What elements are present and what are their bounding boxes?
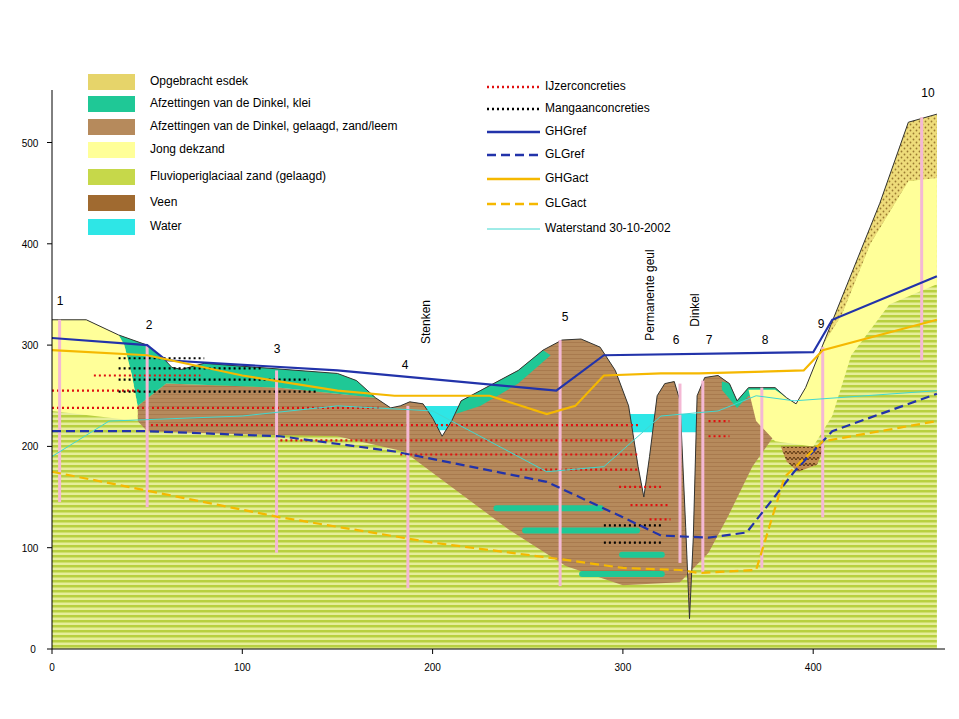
iron-concretion [619,486,661,488]
legend-text: Jong dekzand [150,143,225,156]
borehole-number: 5 [562,311,569,324]
borehole-number: 6 [673,334,680,347]
borehole [406,406,409,588]
legend-swatch [88,96,135,112]
x-axis [52,649,945,650]
manganese-concretion [604,524,661,526]
legend-text: Waterstand 30-10-2002 [545,222,671,235]
borehole [146,345,149,507]
legend-line-sample [487,154,540,157]
legend-line-sample [487,131,540,134]
manganese-concretion [604,542,661,544]
borehole [760,388,763,568]
legend-swatch [88,169,135,185]
y-axis [52,90,53,649]
place-name: Permanente geul [644,249,657,340]
legend-line-sample [487,229,540,230]
legend-text: Water [150,220,182,233]
axis-tick-label: 100 [234,662,251,673]
borehole [559,340,562,586]
tick-mark [622,649,623,654]
iron-concretion [280,439,630,441]
iron-concretion [631,504,671,506]
tick-mark [47,142,52,143]
borehole [275,370,278,552]
legend-text: IJzerconcreties [545,80,626,93]
borehole-number: 7 [706,334,713,347]
iron-concretion [650,518,671,520]
glg-ref-line [52,394,937,538]
borehole-number: 3 [274,343,281,356]
legend-swatch [88,74,135,90]
legend-text: Afzettingen van de Dinkel, klei [150,97,311,110]
clay-lens [579,571,665,577]
borehole-number: 1 [57,295,64,308]
borehole-number: 10 [921,87,934,100]
tick-mark [47,243,52,244]
ground-surface [52,114,937,618]
legend-line-sample [487,108,540,111]
tick-mark [242,649,243,654]
axis-tick-label: 300 [22,340,39,351]
axis-tick-label: 500 [22,137,39,148]
legend-text: GLGref [545,148,584,161]
legend-text: Veen [150,196,177,209]
clay-lens [619,552,665,558]
legend-swatch [88,195,135,211]
axis-tick-label: 0 [49,662,55,673]
ghg-ref-line [52,276,937,390]
water-level-line [52,391,937,472]
iron-concretion [400,453,640,455]
legend-text: Afzettingen van de Dinkel, gelaagd, zand… [150,120,398,133]
legend-text: Mangaanconcreties [545,102,650,115]
manganese-concretion [119,367,262,369]
legend-text: Fluvioperiglaciaal zand (gelaagd) [150,170,326,183]
borehole-number: 4 [402,359,409,372]
tick-mark [813,649,814,654]
axis-tick-label: 200 [424,662,441,673]
tick-mark [47,446,52,447]
clay-lens [493,505,603,511]
fluvioperiglacial-sand [52,114,937,649]
legend-text: GLGact [545,197,586,210]
axis-tick-label: 300 [615,662,632,673]
tick-mark [47,547,52,548]
iron-concretion [52,390,140,392]
axis-tick-label: 100 [22,542,39,553]
iron-concretion [709,435,730,437]
borehole [701,381,704,573]
legend-text: GHGact [545,172,588,185]
legend-swatch [88,142,135,158]
axis-tick-label: 200 [22,441,39,452]
borehole [821,347,824,517]
clay-lens [522,527,640,533]
place-name: Stenken [420,300,433,344]
axis-tick-label: 400 [805,662,822,673]
iron-concretion [709,420,730,422]
legend-text: GHGref [545,125,586,138]
borehole-number: 2 [146,319,153,332]
borehole-number: 8 [762,334,769,347]
legend-line-sample [487,203,540,206]
iron-concretion [151,424,640,426]
borehole-number: 9 [818,318,825,331]
tick-mark [432,649,433,654]
axis-tick-label: 0 [30,644,36,655]
place-name: Dinkel [689,293,702,326]
tick-mark [47,345,52,346]
axis-tick-label: 400 [22,238,39,249]
peat-layer [781,446,825,471]
legend-text: Opgebracht esdek [150,75,248,88]
young-cover-sand [52,320,138,421]
legend-line-sample [487,178,540,181]
tick-mark [52,649,53,654]
legend-line-sample [487,86,540,89]
plaggen-soil [823,114,937,345]
legend-swatch [88,119,135,135]
legend-swatch [88,219,135,235]
borehole [58,320,61,502]
tick-mark [47,649,52,650]
